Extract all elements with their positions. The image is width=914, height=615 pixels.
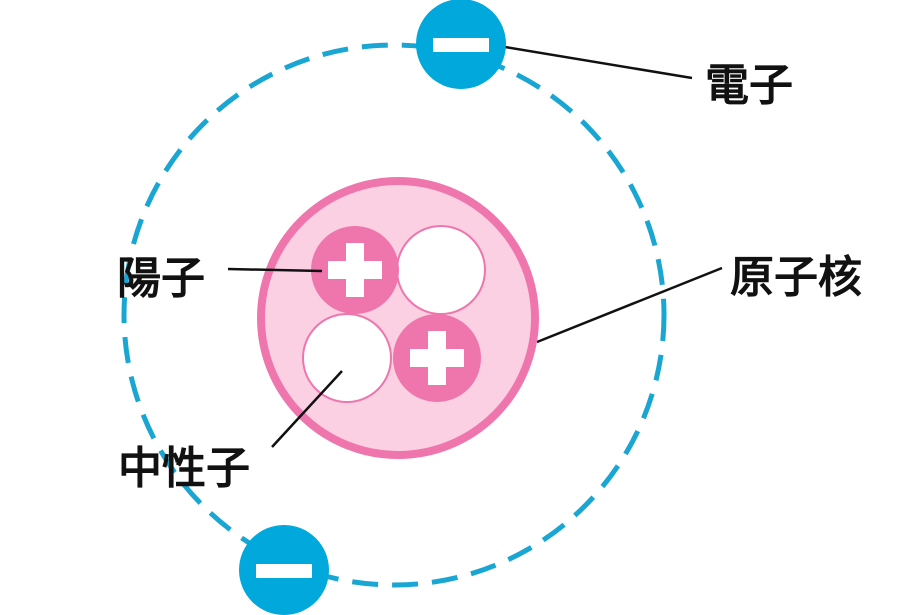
label-electron: 電子 <box>705 60 793 111</box>
label-neutron: 中性子 <box>118 443 250 494</box>
leader-line-nucleus <box>536 266 723 344</box>
neutron-top <box>396 225 486 315</box>
proton-top <box>311 226 399 314</box>
minus-icon <box>433 38 489 52</box>
leader-line-electron <box>504 45 693 80</box>
minus-icon <box>256 564 312 578</box>
label-nucleus: 原子核 <box>730 252 862 303</box>
electron-orbit <box>121 42 667 588</box>
neutron-bottom <box>302 313 392 403</box>
electron-bottom <box>239 525 329 615</box>
electron-top <box>416 0 506 89</box>
leader-line-neutron <box>271 370 343 448</box>
proton-bottom <box>393 314 481 402</box>
plus-icon <box>410 331 464 385</box>
label-proton: 陽子 <box>117 253 205 304</box>
leader-line-proton <box>227 267 323 273</box>
plus-icon <box>328 243 382 297</box>
